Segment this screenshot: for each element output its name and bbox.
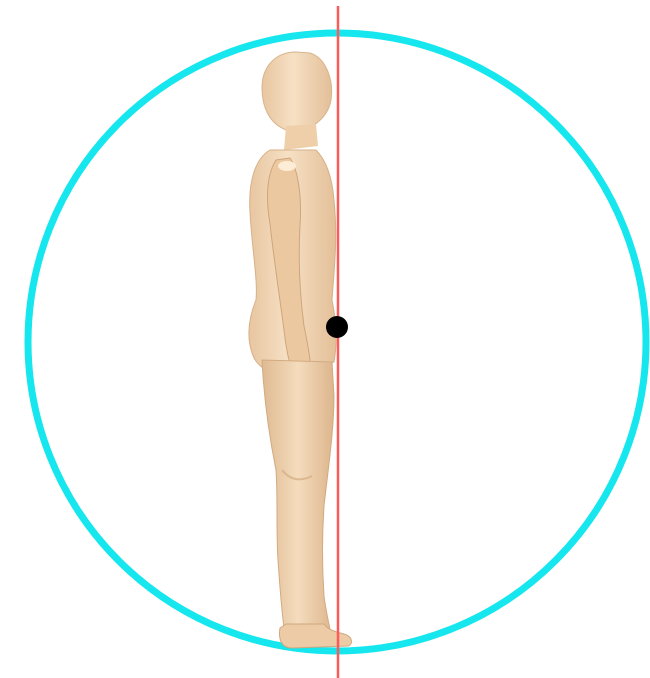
center-of-gravity-point	[326, 316, 348, 338]
figure-head	[262, 52, 332, 132]
figure-shoulder-highlight	[278, 161, 296, 171]
figure-legs	[262, 360, 334, 640]
standing-human-figure	[249, 52, 352, 648]
figure-feet	[280, 624, 352, 648]
figure-neck	[284, 124, 318, 150]
